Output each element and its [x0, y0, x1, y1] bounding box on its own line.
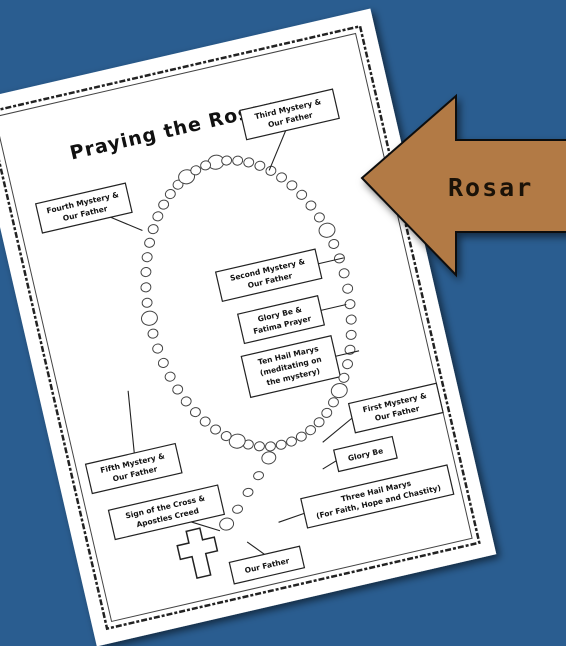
- cross-icon: [176, 527, 219, 580]
- rosary-bead: [313, 212, 325, 223]
- rosary-bead: [147, 328, 159, 339]
- rosary-bead: [200, 160, 212, 171]
- rosary-bead: [220, 431, 232, 442]
- label-ten-hail-marys: Ten Hail Marys(meditating onthe mystery): [240, 335, 342, 399]
- rosary-bead: [318, 222, 336, 238]
- pendant-bead: [261, 451, 277, 465]
- rosary-bead: [140, 310, 158, 326]
- rosary-bead: [253, 441, 265, 452]
- rosary-bead: [295, 431, 307, 442]
- rosary-bead: [264, 441, 276, 452]
- rosary-bead: [265, 165, 277, 176]
- rosary-beads: [140, 154, 357, 531]
- rosary-bead: [164, 189, 176, 200]
- rosary-bead: [305, 200, 317, 211]
- rosary-bead: [172, 384, 184, 395]
- rosary-bead: [330, 383, 348, 399]
- rosary-bead: [296, 189, 308, 200]
- rosary-bead: [152, 211, 164, 222]
- rosary-bead: [164, 371, 176, 382]
- worksheet-page: Praying the Rosary Third Mystery &Our Fa…: [0, 8, 497, 646]
- rosary-bead: [141, 252, 153, 263]
- label-third-mystery: Third Mystery &Our Father: [239, 88, 340, 141]
- rosary-bead: [221, 155, 233, 166]
- rosary-bead: [157, 357, 169, 368]
- rosary-bead: [190, 165, 202, 176]
- rosary-bead: [275, 439, 287, 450]
- rosary-bead: [313, 417, 325, 428]
- rosary-bead: [180, 396, 192, 407]
- rosary-bead: [328, 238, 340, 250]
- wavy-border: [0, 24, 481, 631]
- rosary-bead: [210, 424, 222, 435]
- rosary-bead: [199, 416, 211, 427]
- rosary-bead: [158, 199, 170, 210]
- rosary-bead: [254, 160, 266, 171]
- rosary-bead: [141, 297, 153, 308]
- rosary-bead: [342, 283, 354, 294]
- label-second-mystery: Second Mystery &Our Father: [214, 248, 323, 303]
- rosary-bead: [286, 180, 298, 191]
- rosary-bead: [345, 314, 357, 325]
- rosary-bead: [147, 224, 159, 235]
- rosary-bead: [144, 237, 156, 248]
- pointer-lines: [110, 130, 360, 555]
- rosary-arrow: Rosar: [360, 93, 566, 278]
- rosary-bead: [243, 157, 255, 168]
- rosary-bead: [228, 433, 246, 449]
- rosary-bead: [152, 343, 164, 354]
- rosary-bead: [232, 155, 244, 166]
- wavy-border-inner: [0, 32, 473, 623]
- label-fifth-mystery: Fifth Mystery &Our Father: [84, 442, 183, 495]
- label-our-father: Our Father: [228, 545, 306, 585]
- pendant-bead: [242, 487, 254, 497]
- arrow-label: Rosar: [448, 173, 533, 202]
- label-glory-be-fatima: Glory Be &Fatima Prayer: [236, 295, 326, 345]
- pendant-bead: [219, 517, 235, 531]
- pendant-bead: [232, 504, 244, 514]
- rosary-bead: [276, 172, 288, 183]
- rosary-bead: [342, 359, 354, 370]
- rosary-bead: [338, 372, 350, 383]
- rosary-bead: [345, 329, 357, 340]
- rosary-bead: [321, 407, 333, 418]
- rosary-bead: [140, 282, 152, 293]
- rosary-bead: [338, 268, 350, 279]
- rosary-bead: [140, 267, 152, 278]
- rosary-bead: [305, 425, 317, 436]
- label-first-mystery: First Mystery &Our Father: [347, 382, 444, 434]
- pendant-bead: [253, 471, 264, 481]
- rosary-bead: [327, 397, 339, 408]
- rosary-bead: [286, 436, 297, 447]
- arrow-shape: [360, 93, 566, 278]
- rosary-bead: [189, 407, 201, 418]
